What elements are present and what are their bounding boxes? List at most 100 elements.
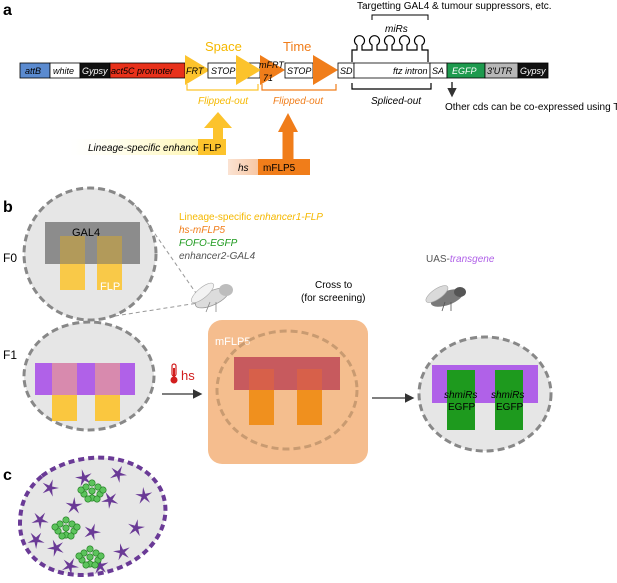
other-cds-text: Other cds can be co-expressed using T2A [445, 102, 617, 113]
panel-label-b: b [3, 199, 13, 216]
egfp-cell [73, 523, 81, 531]
f1-disc-1 [22, 320, 156, 432]
shmirs-label-left: shmiRs [444, 390, 477, 401]
egfp-cluster [77, 479, 107, 503]
tumour-cell-star [65, 497, 83, 514]
egfp-cell [82, 561, 90, 569]
final-disc-clone-left [447, 370, 475, 430]
lineage-enhancer-box [70, 139, 198, 155]
tumour-cell-star [101, 492, 119, 509]
white-label: white [53, 66, 74, 76]
zoom-line-2 [114, 302, 199, 317]
egfp-cell [75, 552, 83, 560]
fly-icon-right [425, 285, 466, 312]
mfrt-number: 71 [263, 73, 273, 83]
construct-bar: attB white Gypsy act5C promoter FRT STOP… [19, 55, 549, 85]
f0-overlap-right [97, 236, 122, 264]
egfp-cluster [51, 516, 81, 540]
tumour-cell-star [84, 523, 101, 541]
frt-arrow-2 [236, 55, 261, 85]
panel-label-a: a [3, 2, 12, 19]
mirs-bracket [371, 14, 429, 20]
flipped-label-2: Flipped-out [273, 96, 324, 107]
attb-label: attB [25, 66, 41, 76]
frt-arrow-1 [185, 55, 210, 85]
genotype-line-4: enhancer2-GAL4 [179, 251, 256, 262]
egfp-label-right: EGFP [496, 402, 524, 413]
sd-label: SD [340, 66, 353, 76]
mflp5-up-arrow [278, 113, 298, 132]
mflp5-disc-label: mFLP5 [215, 336, 250, 348]
spliced-label: Spliced-out [371, 96, 422, 107]
tumour-cell-star [62, 558, 79, 575]
gypsy-segment-2 [517, 62, 549, 79]
f0-label: F0 [3, 251, 17, 265]
tumour-disc [17, 455, 168, 577]
flipped-label-1: Flipped-out [198, 96, 249, 107]
hs-label: hs [238, 163, 249, 174]
stop-label-2: STOP [287, 66, 311, 76]
tumour-cell-star [91, 557, 109, 574]
f0-overlap-left [60, 236, 85, 264]
frt-label: FRT [186, 66, 205, 76]
mflp5-disc: mFLP5 [208, 320, 368, 464]
spliced-bracket [351, 83, 432, 90]
flp-box [198, 139, 226, 155]
f1-disc-1-overlap-right [95, 363, 120, 395]
act5c-label: act5C promoter [111, 66, 174, 76]
mfrt-arrow-2 [313, 55, 338, 85]
f0-flp-label: FLP [100, 281, 120, 293]
fly-icon-left [191, 282, 233, 313]
egfp-cell [62, 524, 70, 532]
mflp5-disc-overlap-right [297, 369, 322, 390]
mflp5-background [208, 320, 368, 464]
panel-label-c: c [3, 467, 12, 484]
genotype-line-2: hs-mFLP5 [179, 225, 226, 236]
hs-box [228, 159, 258, 175]
flipped-bracket-1 [186, 84, 259, 91]
gypsy-label-2: Gypsy [520, 66, 546, 76]
egfp-label-left: EGFP [448, 402, 476, 413]
utr-label: 3'UTR [487, 66, 513, 76]
genotype-line-3: FOFO-EGFP [179, 238, 238, 249]
egfp-cell [91, 561, 99, 569]
final-disc: shmiRs EGFP shmiRs EGFP [417, 335, 553, 453]
space-label: Space [205, 39, 242, 54]
egfp-cell [58, 532, 66, 540]
f1-label: F1 [3, 348, 17, 362]
mfrt-arrow-1 [260, 55, 285, 85]
egfp-cell [51, 523, 59, 531]
flp-label: FLP [203, 143, 222, 154]
shmirs-label-right: shmiRs [491, 390, 524, 401]
tumour-cells [27, 465, 153, 575]
stop-label-1: STOP [211, 66, 235, 76]
final-disc-clone-right [495, 370, 523, 430]
mflp5-box [258, 159, 310, 175]
mirs-label: miRs [385, 24, 408, 35]
tumour-cell-star [27, 532, 45, 549]
egfp-cell [77, 486, 85, 494]
egfp-clusters [51, 479, 107, 569]
mfrt-label: mFRT [259, 60, 285, 70]
egfp-cluster [75, 545, 105, 569]
cross-to-line-1: Cross to [315, 280, 353, 291]
egfp-cell [86, 545, 94, 553]
targeting-text: Targetting GAL4 & tumour suppressors, et… [357, 1, 552, 12]
thermometer-icon [170, 363, 178, 384]
cross-to-line-2: (for screening) [301, 293, 365, 304]
tumour-cell-star [75, 469, 92, 487]
flipped-bracket-2 [261, 84, 337, 91]
hs-heat-label: hs [181, 368, 195, 383]
egfp-cell [67, 532, 75, 540]
tumour-cell-star [31, 512, 49, 529]
zoom-line-1 [134, 204, 199, 297]
egfp-label: EGFP [452, 66, 477, 76]
time-label: Time [283, 39, 311, 54]
uas-label: UAS-transgene [426, 254, 495, 265]
lineage-enhancer-label: Lineage-specific enhancer [88, 143, 205, 154]
egfp-cell [86, 553, 94, 561]
genotype-line-1: Lineage-specific enhancer1-FLP [179, 212, 323, 223]
sa-label: SA [432, 66, 444, 76]
mflp5-disc-overlap-left [249, 369, 274, 390]
